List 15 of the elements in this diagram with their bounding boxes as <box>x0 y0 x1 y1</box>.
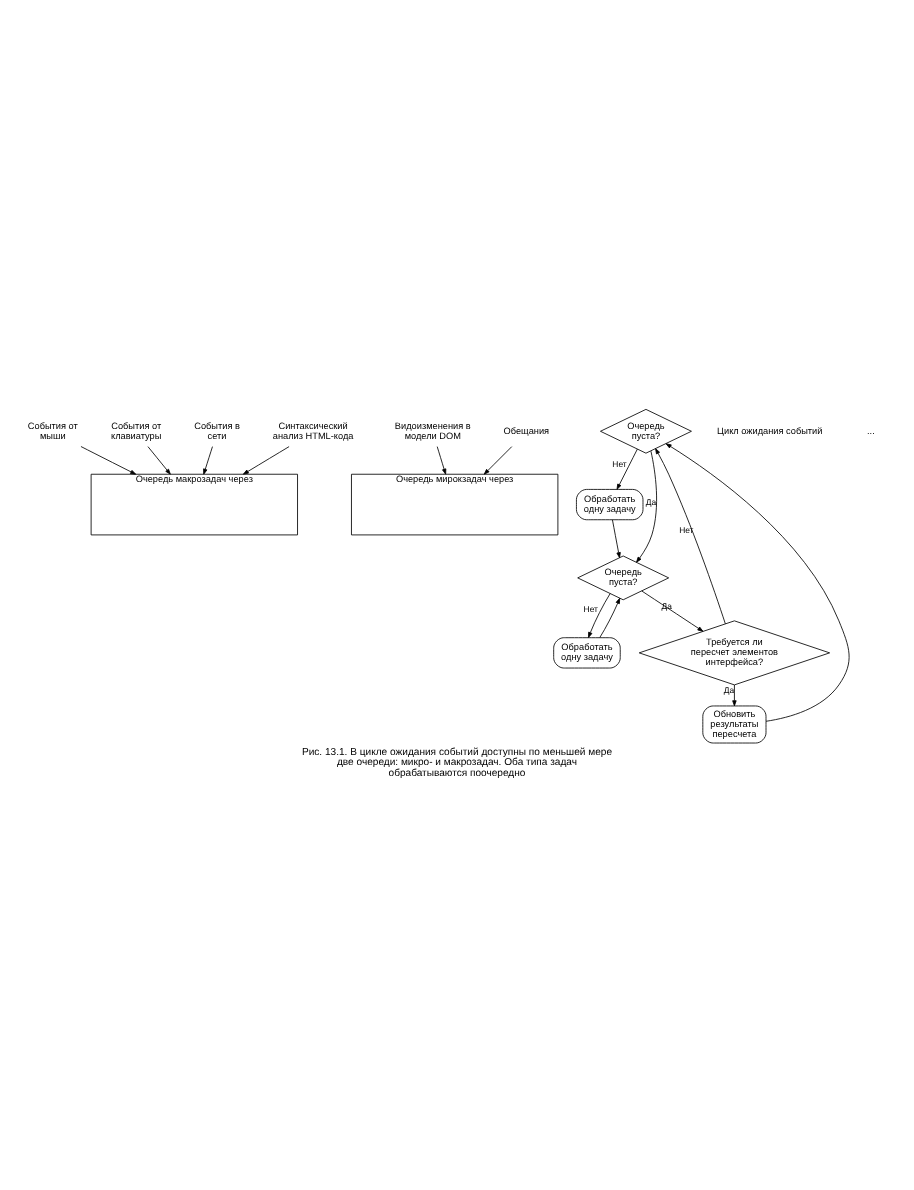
arrow <box>80 445 137 474</box>
arrow <box>732 683 737 706</box>
arrow <box>665 442 850 721</box>
arrow <box>612 518 621 558</box>
arrow <box>599 596 621 638</box>
arrow <box>483 445 513 474</box>
arrow <box>147 445 171 474</box>
arrow <box>641 589 704 631</box>
arrow <box>655 447 726 624</box>
arrow <box>436 445 447 474</box>
arrow <box>616 447 638 489</box>
arrow <box>588 592 611 637</box>
arrow <box>203 445 213 474</box>
arrow <box>636 449 657 562</box>
arrow <box>242 445 290 474</box>
